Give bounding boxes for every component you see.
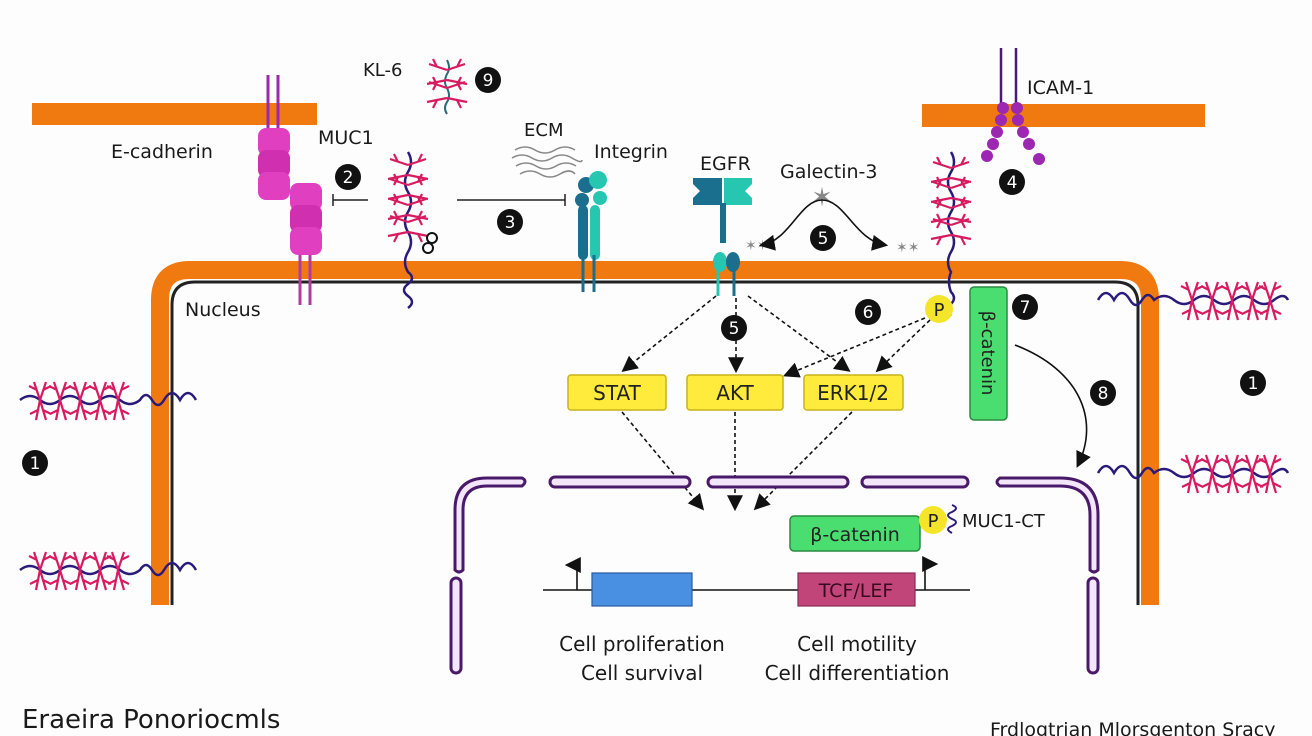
- beta-catenin-nuc-box: [789, 515, 921, 552]
- ecadherin-protein: [258, 75, 322, 305]
- ecm-fibers: [511, 146, 583, 178]
- promoter-arrow-left: [564, 557, 581, 590]
- footer-right-text: Frdlogtrian Mlorsgenton Sracy: [990, 719, 1275, 736]
- cell-membrane-inner-edge: [170, 280, 1140, 605]
- svg-text:5: 5: [729, 319, 740, 339]
- icam1-protein: [981, 48, 1045, 165]
- neighbor-membrane-right: [922, 104, 1205, 127]
- galectin3-interaction: ✶ ✶✶ ✶✶: [745, 183, 919, 256]
- svg-text:4: 4: [1007, 173, 1018, 193]
- outcome-motility: Cell motility: [797, 632, 917, 656]
- mucin-left-bottom: [19, 550, 198, 592]
- svg-text:✶✶: ✶✶: [745, 238, 768, 254]
- badge-4: 4: [999, 169, 1025, 195]
- outcome-proliferation: Cell proliferation: [559, 632, 725, 656]
- phospho-circle-nuc: [919, 506, 947, 534]
- svg-text:2: 2: [343, 168, 354, 188]
- badge-2: 2: [335, 164, 361, 190]
- promoter-arrow-right: [922, 556, 939, 590]
- galectin3-label: Galectin-3: [780, 161, 878, 183]
- svg-text:7: 7: [1020, 298, 1031, 318]
- badge-1-left: 1: [22, 450, 48, 476]
- beta-catenin-cyto-label: β-catenin: [977, 311, 998, 396]
- outcome-survival: Cell survival: [581, 661, 703, 685]
- badge-5-egfr: 5: [721, 315, 747, 341]
- egfr-label: EGFR: [700, 153, 751, 175]
- nuclear-envelope: [449, 475, 1100, 675]
- erk-label: ERK1/2: [817, 381, 889, 405]
- kl6-label: KL-6: [363, 60, 402, 81]
- svg-text:3: 3: [505, 213, 516, 233]
- mucin-right-bottom: [1096, 453, 1290, 495]
- badge-3: 3: [497, 209, 523, 235]
- svg-text:6: 6: [863, 303, 874, 323]
- beta-catenin-nuc-label: β-catenin: [810, 524, 900, 546]
- akt-label: AKT: [716, 381, 754, 405]
- neighbor-membrane-left: [32, 103, 317, 125]
- icam1-label: ICAM-1: [1027, 77, 1094, 99]
- badge-7: 7: [1012, 294, 1038, 320]
- badge-1-right: 1: [1240, 370, 1266, 396]
- muc1-ct-tail: [947, 504, 957, 534]
- erk-box: [803, 374, 904, 411]
- integrin-protein: [575, 171, 607, 292]
- badge-5-galectin: 5: [810, 225, 836, 251]
- phospho-label-cyto: P: [934, 300, 945, 321]
- svg-text:9: 9: [483, 71, 494, 91]
- svg-text:✶: ✶: [811, 183, 833, 213]
- ecm-label: ECM: [524, 120, 563, 141]
- beta-catenin-cyto-box: [969, 286, 1008, 421]
- stat-label: STAT: [593, 381, 641, 405]
- stat-box: [567, 374, 667, 411]
- kl6-molecule: [425, 57, 469, 115]
- muc1-ct-label: MUC1-CT: [962, 511, 1046, 532]
- akt-box: [686, 374, 784, 411]
- footer-left-text: Eraeira Ponoriocmls: [22, 705, 280, 735]
- target-gene-box: [591, 572, 693, 607]
- badge-6: 6: [855, 299, 881, 325]
- cell-membrane: [151, 261, 1159, 605]
- badge-9: 9: [475, 67, 501, 93]
- svg-text:1: 1: [1248, 374, 1259, 394]
- phospho-circle-cyto: [925, 295, 953, 323]
- tcf-lef-box: [797, 572, 916, 607]
- phospho-label-nuc: P: [928, 511, 939, 532]
- integrin-label: Integrin: [594, 141, 668, 163]
- outcome-differentiation: Cell differentiation: [765, 661, 950, 685]
- muc1-protein: [386, 151, 438, 309]
- mucin-left-top: [19, 380, 198, 422]
- svg-text:5: 5: [818, 229, 829, 249]
- muc1-protein-right: [929, 151, 973, 317]
- svg-text:1: 1: [30, 454, 41, 474]
- ecadherin-label: E-cadherin: [111, 141, 213, 163]
- badge-8: 8: [1090, 380, 1116, 406]
- svg-text:8: 8: [1098, 384, 1109, 404]
- translocation-arrow: [1014, 344, 1091, 468]
- muc1-label: MUC1: [318, 127, 374, 149]
- egfr-receptor: [693, 178, 752, 296]
- nucleus-label: Nucleus: [185, 299, 261, 321]
- svg-text:✶✶: ✶✶: [896, 240, 919, 256]
- mucin-right-top: [1096, 280, 1290, 322]
- tcf-lef-label: TCF/LEF: [818, 580, 894, 602]
